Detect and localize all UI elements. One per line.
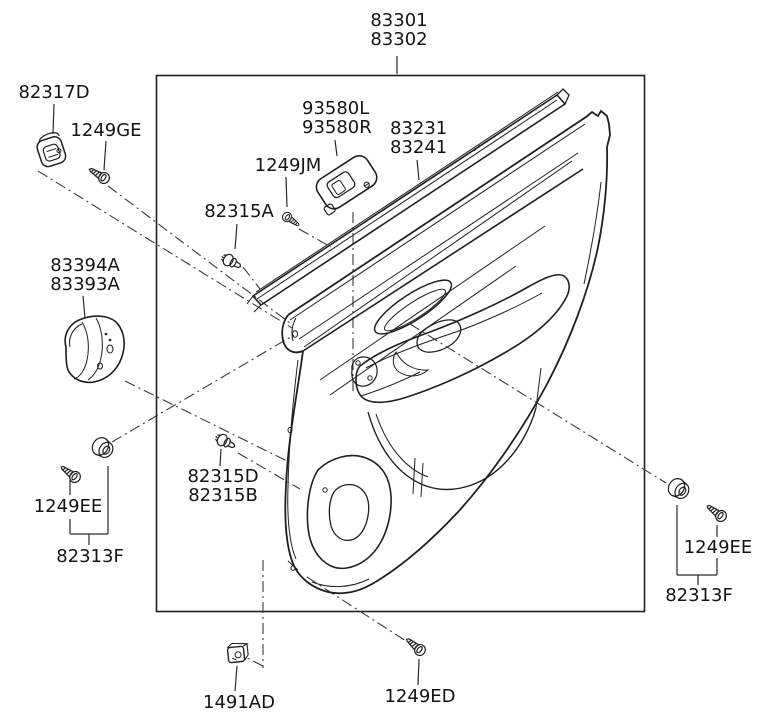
clip-82317d <box>36 132 67 168</box>
label-screw-1249ge: 1249GE <box>63 121 149 140</box>
part-number: 1249ED <box>384 686 456 707</box>
label-screw-1249ee-left: 1249EE <box>30 497 106 516</box>
part-number: 1249EE <box>683 537 753 558</box>
part-number: 82313F <box>665 585 733 606</box>
part-number: 82315B <box>188 485 258 506</box>
label-clip-82315a: 82315A <box>200 202 278 221</box>
grommet-right <box>664 474 693 503</box>
label-set-82313f-right: 82313F <box>660 586 738 605</box>
part-number: 82315D <box>187 466 259 487</box>
projection-lines <box>37 170 667 668</box>
part-number: 93580L <box>302 98 370 119</box>
part-number: 83393A <box>50 274 120 295</box>
part-number: 83231 <box>390 118 448 139</box>
screw-1249ee-right <box>703 500 730 525</box>
screw-1249ge <box>86 163 112 187</box>
label-tweeter-cover: 83394A 83393A <box>44 256 126 294</box>
grommet-left <box>88 433 117 462</box>
screw-1249ed <box>402 634 429 659</box>
label-clip-82315d: 82315D 82315B <box>183 467 263 505</box>
label-clip-82317d: 82317D <box>10 83 98 102</box>
part-number: 83241 <box>390 137 448 158</box>
screw-1249jm <box>280 210 303 230</box>
label-screw-1249ee-right: 1249EE <box>679 538 757 557</box>
part-number: 1491AD <box>203 692 275 713</box>
label-window-switch: 93580L 93580R <box>302 99 392 137</box>
part-number: 83302 <box>370 29 428 50</box>
part-number: 82315A <box>204 201 274 222</box>
part-number: 1249EE <box>33 496 103 517</box>
door-trim-panel <box>281 109 611 595</box>
clip-82315a <box>218 250 244 273</box>
molding-strip <box>246 88 570 313</box>
part-number: 83394A <box>50 255 120 276</box>
part-number: 82317D <box>18 82 90 103</box>
part-number: 93580R <box>302 117 372 138</box>
label-set-82313f-left: 82313F <box>52 547 128 566</box>
part-number: 82313F <box>56 546 124 567</box>
tweeter-cover <box>64 315 125 384</box>
label-screw-1249jm: 1249JM <box>249 156 327 175</box>
power-window-switch <box>315 154 378 216</box>
label-molding-strip: 83231 83241 <box>390 119 460 157</box>
boundary-box <box>155 74 646 613</box>
label-clip-1491ad: 1491AD <box>199 693 279 712</box>
part-number: 1249JM <box>254 155 322 176</box>
label-screw-1249ed: 1249ED <box>380 687 460 706</box>
leader-lines <box>52 56 718 692</box>
clip-1491ad <box>226 642 249 664</box>
part-number: 83301 <box>370 10 428 31</box>
part-number: 1249GE <box>70 120 142 141</box>
label-assembly: 83301 83302 <box>363 11 435 49</box>
